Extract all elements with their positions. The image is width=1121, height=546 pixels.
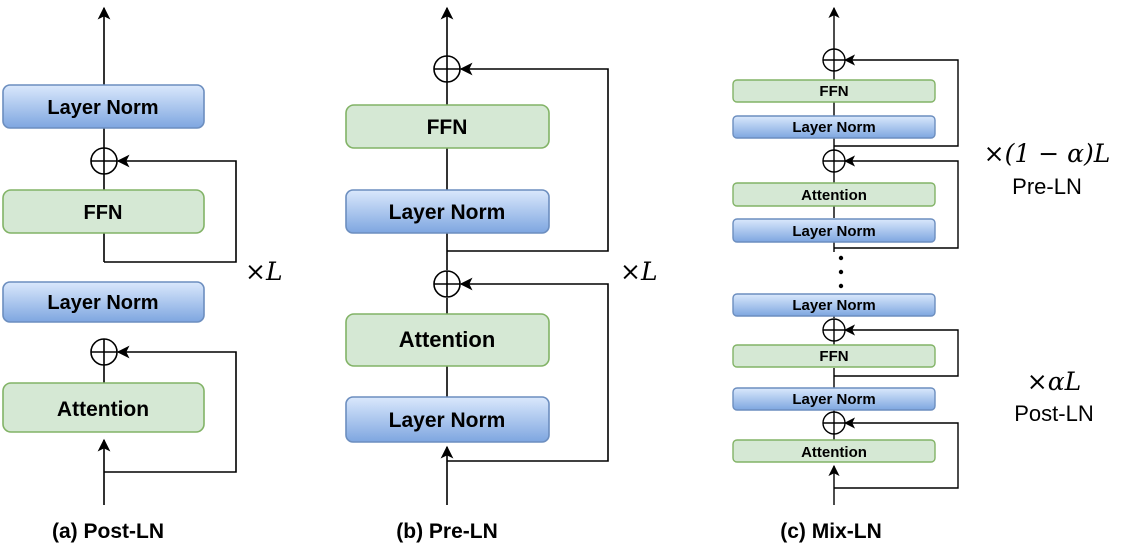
mix-ln-layer-norm-box-3 [732,218,936,243]
mix-ln-ffn-box-top [732,79,936,103]
post-ln-attention-box [2,382,205,433]
mix-ln-attention-label-top: Attention [801,187,867,204]
panel-pre-ln [433,6,609,505]
caption-post-ln: (a) Post-LN [52,520,164,543]
pre-ln-layer-norm-box-1 [345,396,550,443]
pre-ln-layer-norm-label-2: Layer Norm [389,201,506,224]
panel-mix-ln [822,6,959,505]
mix-ln-ellipsis [838,255,844,289]
mix-ln-ffn-label-top: FFN [819,83,848,100]
pre-ln-repeat-label: ×L [620,257,658,286]
post-ln-layer-norm-box-2 [2,84,205,129]
mix-ln-post-ln-label: Post-LN [1014,401,1093,426]
mix-ln-pre-ln-label: Pre-LN [1012,174,1082,199]
mix-ln-layer-norm-label-4: Layer Norm [792,119,875,136]
pre-ln-layer-norm-box-2 [345,189,550,234]
post-ln-attention-label: Attention [57,398,149,421]
post-ln-layer-norm-box-1 [2,281,205,323]
pre-ln-layer-norm-label-1: Layer Norm [389,409,506,432]
pre-ln-ffn-box [345,104,550,149]
mix-ln-layer-norm-box-2 [732,293,936,317]
mix-ln-ffn-label-bottom: FFN [819,348,848,365]
mix-ln-pre-repeat-label: ×(1 − α)L [984,139,1111,168]
post-ln-layer-norm-label-1: Layer Norm [47,292,158,314]
post-ln-ffn-label: FFN [84,202,123,224]
post-ln-repeat-label: ×L [245,257,283,286]
mix-ln-layer-norm-box-4 [732,115,936,139]
mix-ln-layer-norm-label-3: Layer Norm [792,223,875,240]
mix-ln-attention-box-top [732,182,936,207]
mix-ln-layer-norm-box-1 [732,387,936,411]
post-ln-layer-norm-label-2: Layer Norm [47,97,158,119]
mix-ln-layer-norm-label-2: Layer Norm [792,297,875,314]
pre-ln-attention-label: Attention [399,327,496,352]
pre-ln-ffn-label: FFN [427,116,468,139]
mix-ln-post-repeat-label: ×αL [1027,367,1081,396]
mix-ln-attention-box-bottom [732,439,936,463]
pre-ln-attention-box [345,313,550,367]
mix-ln-layer-norm-label-1: Layer Norm [792,391,875,408]
panel-post-ln [90,6,237,505]
post-ln-ffn-box [2,189,205,234]
caption-mix-ln: (c) Mix-LN [780,520,882,543]
mix-ln-attention-label-bottom: Attention [801,444,867,461]
caption-pre-ln: (b) Pre-LN [396,520,498,543]
mix-ln-ffn-box-bottom [732,344,936,368]
